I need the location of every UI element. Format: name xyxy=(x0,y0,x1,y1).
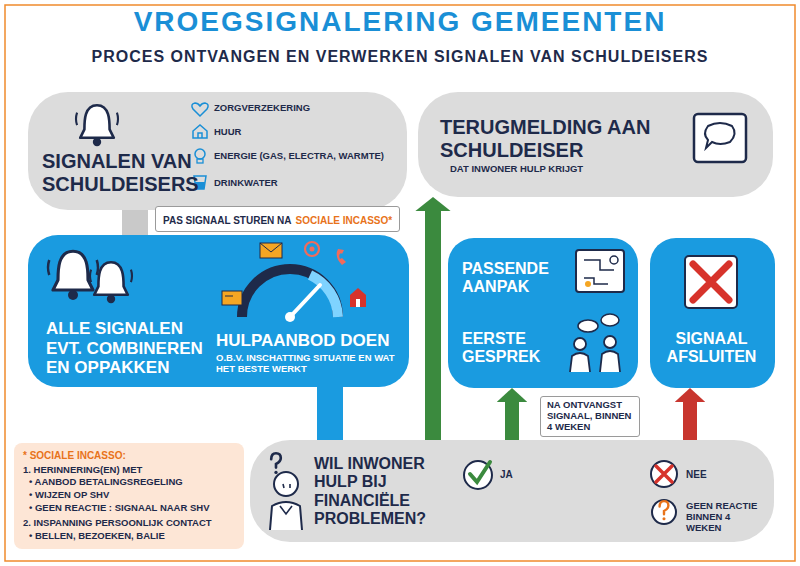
box-heading: SIGNAAL AFSLUITEN xyxy=(656,330,767,367)
box-text: • GEEN REACTIE : SIGNAAL NAAR SHV xyxy=(29,503,235,514)
box-text: DRINKWATER xyxy=(214,178,399,189)
subtitle: PROCES ONTVANGEN EN VERWERKEN SIGNALEN V… xyxy=(84,48,717,65)
process-box: PAS SIGNAAL STUREN NA SOCIALE INCASSO* xyxy=(155,206,400,232)
flow-connector xyxy=(317,387,343,440)
box-heading: NA ONTVANGST SIGNAAL, BINNEN 4 WEKEN xyxy=(547,400,633,433)
box-heading: PAS SIGNAAL STUREN NA xyxy=(163,215,292,226)
box-text: HUUR xyxy=(214,127,399,138)
box-heading: TERUGMELDING AAN SCHULDEISER xyxy=(440,116,680,162)
process-box: SIGNALEN VAN SCHULDEISERS ZORGVERZEKERING… xyxy=(28,92,407,210)
flow-connector xyxy=(683,402,697,440)
box-heading: * SOCIALE INCASSO: xyxy=(23,450,235,462)
box-text: • WIJZEN OP SHV xyxy=(29,490,235,501)
box-text: O.B.V. INSCHATTING SITUATIE EN WAT HET B… xyxy=(216,353,396,375)
box-text: DAT INWONER HULP KRIJGT xyxy=(450,164,670,175)
title-row: VROEGSIGNALERING GEMEENTEN xyxy=(0,6,800,38)
box-text: HULPAANBOD DOEN xyxy=(216,331,401,351)
process-box: PASSENDE AANPAK EERSTE GESPREK xyxy=(448,238,638,388)
process-box: SIGNAAL AFSLUITEN xyxy=(650,238,775,388)
box-text: GEEN REACTIE BINNEN 4 WEKEN xyxy=(686,501,766,534)
box-text: • AANBOD BETALINGSREGELING xyxy=(29,477,235,488)
box-text: 2. INSPANNING PERSOONLIJK CONTACT xyxy=(23,518,235,529)
box-text: ENERGIE (GAS, ELECTRA, WARMTE) xyxy=(214,151,399,162)
box-heading: SIGNALEN VAN SCHULDEISERS xyxy=(42,150,212,196)
box-heading: PASSENDE AANPAK xyxy=(462,260,570,297)
title: VROEGSIGNALERING GEMEENTEN xyxy=(126,6,675,37)
process-box: WIL INWONER HULP BIJ FINANCIËLE PROBLEME… xyxy=(250,440,774,542)
process-box: ALLE SIGNALEN EVT. COMBINEREN EN OPPAKKE… xyxy=(28,235,409,387)
box-heading: WIL INWONER HULP BIJ FINANCIËLE PROBLEME… xyxy=(314,455,464,529)
box-text: SOCIALE INCASSO* xyxy=(296,215,393,226)
box-heading: ALLE SIGNALEN EVT. COMBINEREN EN OPPAKKE… xyxy=(46,319,208,378)
box-text: • BELLEN, BEZOEKEN, BALIE xyxy=(29,531,235,542)
frame-line xyxy=(5,5,795,561)
subtitle-row: PROCES ONTVANGEN EN VERWERKEN SIGNALEN V… xyxy=(0,48,800,66)
box-text: 1. HERINNERING(EN) MET xyxy=(23,465,235,476)
flow-connector xyxy=(122,210,148,235)
box-text: NEE xyxy=(686,469,746,481)
box-text: JA xyxy=(500,469,540,481)
icon xyxy=(650,238,775,388)
process-box: TERUGMELDING AAN SCHULDEISER DAT INWONER … xyxy=(418,92,773,197)
flow-connector xyxy=(505,402,519,440)
box-text: EERSTE GESPREK xyxy=(462,330,562,367)
process-box: * SOCIALE INCASSO: 1. HERINNERING(EN) MET… xyxy=(14,443,244,549)
process-box: NA ONTVANGST SIGNAAL, BINNEN 4 WEKEN xyxy=(540,396,640,437)
box-text: ZORGVERZEKERING xyxy=(214,103,399,114)
flow-connector xyxy=(425,211,441,440)
